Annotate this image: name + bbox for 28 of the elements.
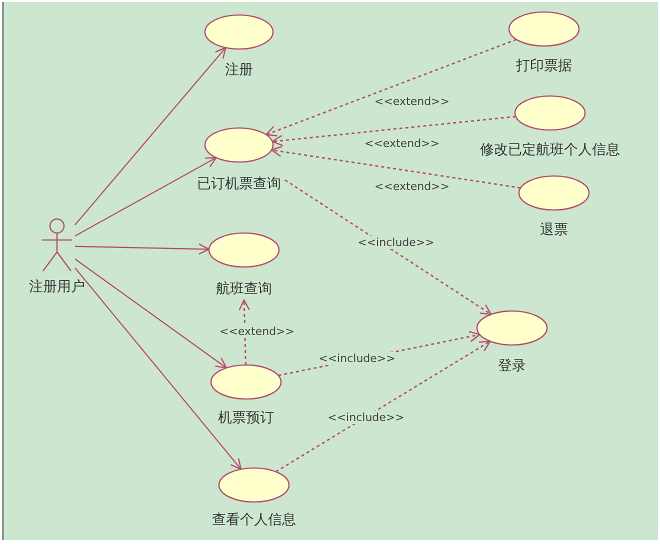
use-case-label: 航班查询 bbox=[216, 281, 272, 297]
use-case-label: 机票预订 bbox=[218, 410, 274, 426]
dashed-arrow bbox=[265, 38, 517, 136]
edge-label: <<include>> bbox=[326, 411, 406, 424]
arrow bbox=[74, 267, 242, 470]
edge-label: <<extend>> bbox=[218, 325, 296, 338]
dashed-arrow bbox=[238, 299, 250, 366]
arrow bbox=[74, 243, 210, 255]
dashed-arrow bbox=[272, 116, 516, 146]
use-case-label: 注册 bbox=[225, 62, 253, 78]
arrow bbox=[74, 258, 228, 369]
edge-label: <<extend>> bbox=[364, 137, 440, 150]
use-case-label: 已订机票查询 bbox=[197, 176, 281, 192]
dashed-arrow bbox=[270, 146, 521, 189]
arrow bbox=[74, 47, 226, 226]
use-case-label: 查看个人信息 bbox=[212, 512, 296, 528]
dashed-arrow bbox=[275, 340, 491, 472]
use-case-label: 修改已定航班个人信息 bbox=[480, 142, 620, 158]
use-case-label: 退票 bbox=[540, 222, 568, 238]
dashed-arrow bbox=[284, 179, 492, 316]
edge-label: <<extend>> bbox=[374, 95, 450, 108]
edge-label: <<include>> bbox=[318, 352, 396, 365]
edge-label: <<include>> bbox=[356, 236, 436, 249]
actor-label: 注册用户 bbox=[29, 279, 85, 295]
use-case-label: 打印票据 bbox=[516, 58, 572, 74]
edge-label: <<extend>> bbox=[374, 180, 450, 193]
use-case-label: 登录 bbox=[498, 358, 526, 374]
arrow bbox=[74, 156, 217, 237]
